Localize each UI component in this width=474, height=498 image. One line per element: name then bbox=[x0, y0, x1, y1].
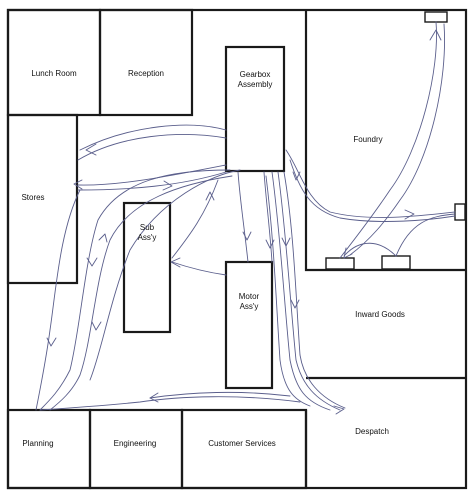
flow-arrowhead bbox=[290, 299, 300, 309]
flow-line bbox=[289, 159, 456, 222]
flow-arrowhead bbox=[98, 233, 108, 243]
flow-line bbox=[77, 134, 227, 161]
flow-arrowhead bbox=[73, 179, 83, 190]
flow-line bbox=[263, 171, 273, 263]
flow-line bbox=[271, 171, 331, 411]
flow-line bbox=[35, 189, 81, 411]
flow-arrowhead bbox=[333, 405, 345, 415]
foundry-machine-right bbox=[454, 203, 466, 221]
label-despatch: Despatch bbox=[355, 427, 389, 436]
label-reception: Reception bbox=[128, 69, 164, 78]
flow-arrowhead bbox=[162, 180, 173, 191]
flow-line bbox=[79, 124, 227, 151]
planning-box bbox=[6, 408, 92, 490]
label-stores: Stores bbox=[21, 193, 44, 202]
flow-line bbox=[349, 23, 445, 256]
label-motor-assy-line1: Motor bbox=[239, 292, 260, 301]
customer-services-box bbox=[180, 408, 308, 490]
flow-line bbox=[39, 169, 231, 411]
lunch-room-box bbox=[6, 8, 102, 117]
flow-line bbox=[283, 171, 346, 409]
label-gearbox-line1: Gearbox bbox=[240, 70, 271, 79]
label-inward-goods: Inward Goods bbox=[355, 310, 405, 319]
flow-line bbox=[339, 21, 437, 259]
flow-line bbox=[39, 396, 301, 411]
label-sub-assy-line1: Sub bbox=[140, 223, 155, 232]
flow-line bbox=[171, 179, 219, 259]
label-foundry: Foundry bbox=[353, 135, 382, 144]
flow-line bbox=[343, 242, 397, 257]
flow-line bbox=[265, 175, 311, 407]
flow-arrowhead bbox=[149, 392, 159, 403]
flow-arrowhead bbox=[281, 237, 291, 247]
flow-arrowhead bbox=[86, 257, 98, 267]
flow-arrowhead bbox=[292, 171, 301, 181]
flow-arrowhead bbox=[429, 29, 442, 41]
flow-arrowhead bbox=[46, 337, 57, 347]
engineering-box bbox=[88, 408, 184, 490]
label-motor-assy-line2: Ass'y bbox=[240, 302, 259, 311]
label-engineering: Engineering bbox=[114, 439, 157, 448]
flow-line bbox=[285, 149, 456, 218]
flow-line bbox=[77, 171, 227, 191]
flow-line bbox=[89, 169, 241, 381]
foundry-wall bbox=[304, 10, 466, 272]
flow-arrowhead bbox=[242, 231, 252, 241]
flow-line bbox=[277, 171, 341, 411]
label-sub-assy-line2: Ass'y bbox=[138, 233, 157, 242]
motor-assy-box bbox=[224, 260, 274, 390]
flow-line bbox=[49, 175, 233, 411]
flow-line bbox=[77, 164, 227, 186]
foundry-machine-bottom-1 bbox=[325, 257, 355, 270]
stores-box bbox=[6, 113, 79, 285]
flow-arrowhead bbox=[85, 143, 97, 156]
foundry-machine-bottom-2 bbox=[381, 255, 411, 270]
flow-line bbox=[237, 171, 249, 263]
label-lunch-room: Lunch Room bbox=[31, 69, 77, 78]
flow-arrowhead bbox=[91, 321, 102, 331]
flow-line bbox=[149, 391, 291, 399]
gearbox-assembly-box bbox=[224, 45, 286, 173]
flow-arrowhead bbox=[404, 209, 415, 220]
label-customer-services: Customer Services bbox=[208, 439, 276, 448]
label-gearbox-line2: Assembly bbox=[238, 80, 273, 89]
flow-line bbox=[171, 261, 227, 276]
flow-arrowhead bbox=[205, 191, 215, 201]
flow-line bbox=[395, 213, 456, 257]
foundry-machine-top bbox=[424, 11, 448, 23]
label-planning: Planning bbox=[22, 439, 53, 448]
reception-box bbox=[98, 8, 194, 117]
flow-arrowhead bbox=[170, 257, 181, 268]
flow-arrowhead bbox=[343, 247, 353, 259]
